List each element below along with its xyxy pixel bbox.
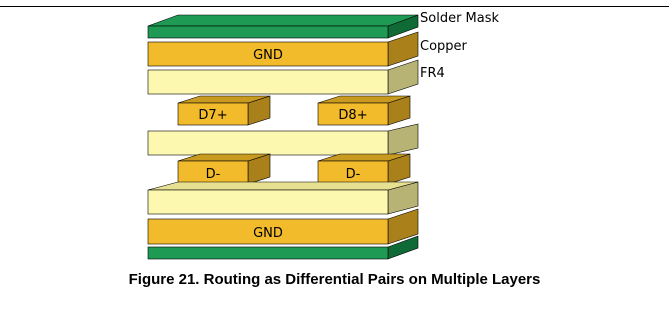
trace-d7-plus-face xyxy=(177,102,249,126)
trace-d7-plus-label: D7+ xyxy=(198,108,227,123)
trace-d-minus-left-label: D- xyxy=(206,167,221,182)
gnd-bottom-face xyxy=(147,218,389,245)
trace-d7-plus: D7+ xyxy=(177,95,271,126)
fr4-middle-side xyxy=(387,123,419,156)
fr4-middle-layer xyxy=(147,123,419,156)
pcb-stackup-diagram: GND D7+ D8+ D- D- xyxy=(147,11,500,260)
trace-d8-plus-label: D8+ xyxy=(338,108,367,123)
gnd-bottom-label: GND xyxy=(253,226,283,241)
solder-mask-top-layer xyxy=(147,14,419,39)
fr4-top-side xyxy=(387,59,419,95)
gnd-top-side xyxy=(387,31,419,67)
gnd-top-label: GND xyxy=(253,48,283,63)
gnd-top-face xyxy=(147,41,389,67)
solder-mask-top-slant xyxy=(147,14,419,27)
label-solder-mask: Solder Mask xyxy=(420,11,500,26)
trace-d8-plus: D8+ xyxy=(317,95,411,126)
top-rule xyxy=(0,6,669,7)
trace-d8-plus-face xyxy=(317,102,389,126)
solder-mask-top-face xyxy=(147,25,389,39)
trace-d-minus-left: D- xyxy=(177,153,271,185)
label-copper: Copper xyxy=(420,39,468,54)
fr4-bottom-layer xyxy=(147,181,419,215)
solder-mask-bottom-face xyxy=(147,246,389,260)
fr4-top-face xyxy=(147,69,389,95)
fr4-top-layer xyxy=(147,59,419,95)
trace-d-minus-right-label: D- xyxy=(346,167,361,182)
fr4-bottom-top xyxy=(147,181,419,191)
fr4-middle-face xyxy=(147,130,389,156)
solder-mask-bottom-layer xyxy=(147,235,419,260)
trace-d-minus-right: D- xyxy=(317,153,411,185)
figure-caption: Figure 21. Routing as Differential Pairs… xyxy=(128,271,541,288)
fr4-bottom-face xyxy=(147,189,389,215)
label-fr4: FR4 xyxy=(420,66,445,81)
gnd-bottom-layer: GND xyxy=(147,208,419,245)
gnd-top-layer: GND xyxy=(147,31,419,67)
